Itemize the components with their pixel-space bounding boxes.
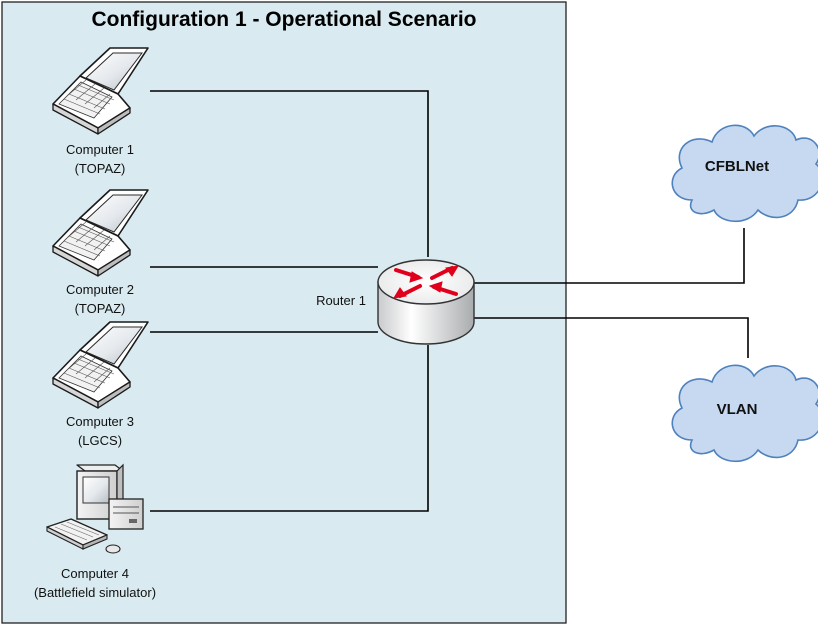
link-router-cfblnet xyxy=(474,228,745,284)
computer-name: Computer 1 xyxy=(66,142,134,157)
cloud-label-vlan: VLAN xyxy=(716,401,758,418)
computer-role: (Battlefield simulator) xyxy=(33,585,157,600)
computer-3-label: Computer 3 (LGCS) xyxy=(40,412,160,450)
cloud-label-cfblnet: CFBLNet xyxy=(704,158,770,175)
computer-role: (LGCS) xyxy=(77,433,123,448)
link-computer-4-router xyxy=(150,345,429,512)
computer-1-label: Computer 1 (TOPAZ) xyxy=(40,140,160,178)
link-router-vlan xyxy=(474,317,749,358)
diagram-title: Configuration 1 - Operational Scenario xyxy=(91,8,477,31)
computer-role: (TOPAZ) xyxy=(74,161,126,176)
network-links xyxy=(150,90,749,512)
computer-role: (TOPAZ) xyxy=(74,301,126,316)
computer-name: Computer 2 xyxy=(66,282,134,297)
computer-name: Computer 3 xyxy=(66,414,134,429)
computer-name: Computer 4 xyxy=(61,566,129,581)
router-icon[interactable] xyxy=(377,259,475,345)
computer-4-label: Computer 4 (Battlefield simulator) xyxy=(10,564,180,602)
computer-2-label: Computer 2 (TOPAZ) xyxy=(40,280,160,318)
router-label: Router 1 xyxy=(316,293,366,308)
link-computer-1-router xyxy=(150,90,429,257)
